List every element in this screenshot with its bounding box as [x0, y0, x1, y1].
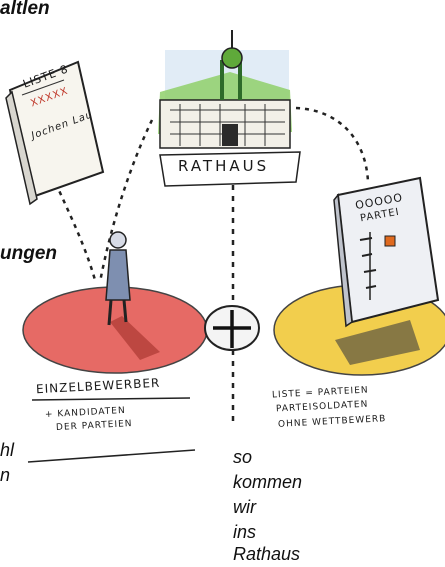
bottom-text-line2: kommen [233, 472, 303, 492]
bottom-text-line3: wir [233, 497, 256, 517]
heading-mid-fragment: ungen [0, 243, 57, 264]
dashed-line-ballot [50, 174, 97, 281]
left-fragment-line2: n [0, 465, 11, 485]
bottom-text-line5: Rathaus [233, 544, 301, 564]
fragment-underline [27, 449, 196, 463]
ballot-card [5, 60, 105, 206]
dashed-line-right [295, 106, 370, 183]
bottom-text-line4: ins [233, 522, 257, 542]
dashed-line-left [98, 119, 154, 283]
townhall-label: RATHAUS [178, 157, 270, 175]
heading-top-fragment: altlen [0, 0, 50, 19]
left-caption-underline [31, 397, 191, 401]
left-fragment-line1: hl [0, 440, 15, 460]
party-card [333, 176, 440, 328]
townhall-sketch [158, 30, 301, 187]
bottom-text-line1: so [233, 447, 253, 467]
person-figure [105, 231, 131, 326]
plus-circle [204, 305, 260, 351]
